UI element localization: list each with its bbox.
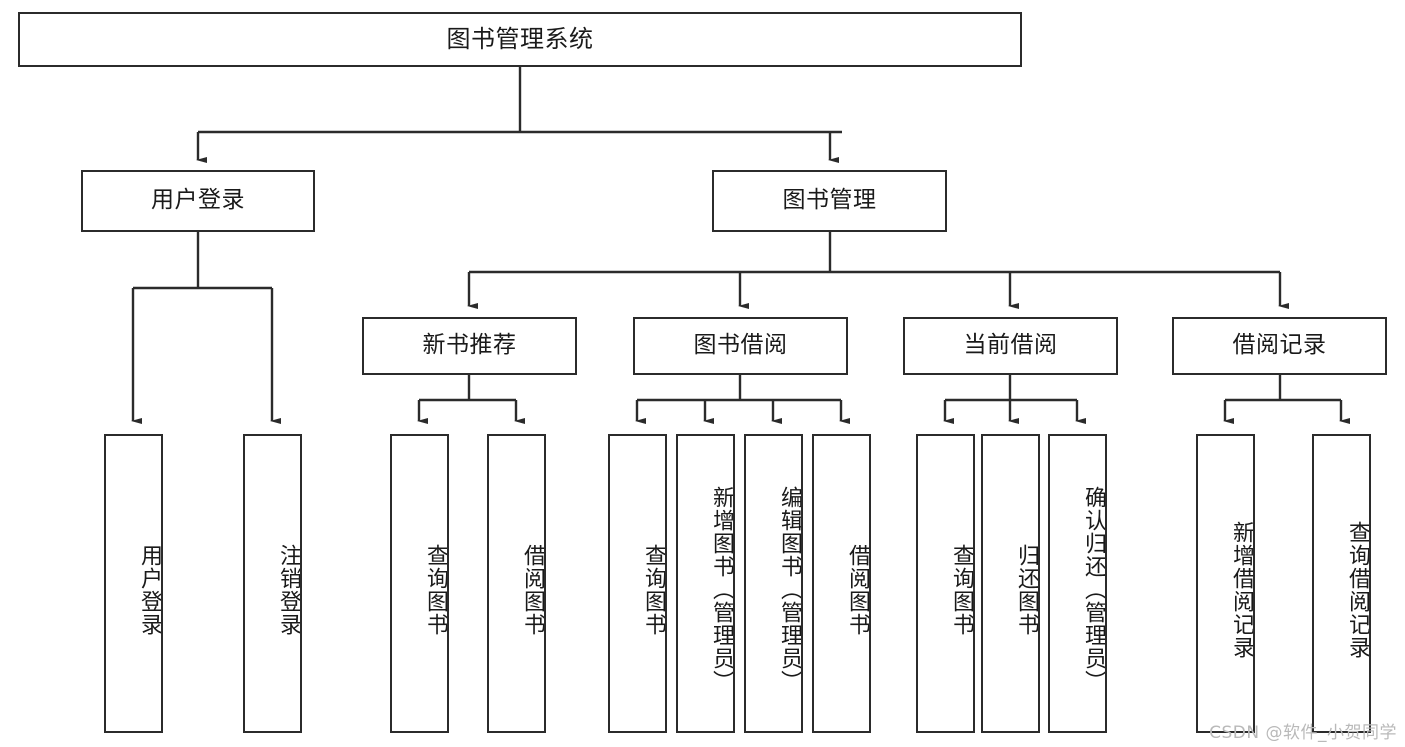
node-new-book-recommend[interactable]: 新书推荐 [362,317,577,375]
node-label: 查询图书 [949,543,974,636]
node-label: 归还图书 [1014,543,1039,636]
node-borrow-record[interactable]: 借阅记录 [1172,317,1387,375]
node-book-management[interactable]: 图书管理 [712,170,947,232]
node-label: 查询图书 [423,543,448,636]
leaf-current-query-book[interactable]: 查询图书 [916,434,975,733]
node-book-borrow[interactable]: 图书借阅 [633,317,848,375]
leaf-current-return-book[interactable]: 归还图书 [981,434,1040,733]
node-label: 用户登录 [151,187,245,214]
leaf-new-book-borrow[interactable]: 借阅图书 [487,434,546,733]
node-label: 借阅图书 [845,543,870,636]
node-label: 注销登录 [276,543,301,636]
node-label: 图书借阅 [693,332,788,359]
node-label: 新书推荐 [422,332,517,359]
leaf-record-query-record[interactable]: 查询借阅记录 [1312,434,1371,733]
csdn-watermark: CSDN @软件_小贺同学 [1209,723,1397,743]
node-label: 用户登录 [137,543,162,636]
node-label: 借阅图书 [520,543,545,636]
node-user-login[interactable]: 用户登录 [81,170,315,232]
leaf-user-login-login[interactable]: 用户登录 [104,434,163,733]
leaf-record-add-record[interactable]: 新增借阅记录 [1196,434,1255,733]
node-label: 当前借阅 [963,332,1058,359]
node-label: 图书管理 [782,187,877,214]
leaf-borrow-borrow-book[interactable]: 借阅图书 [812,434,871,733]
leaf-current-confirm-return-admin[interactable]: 确认归还（管理员） [1048,434,1107,733]
node-label: 新增借阅记录 [1229,520,1254,659]
node-label: 图书管理系统 [446,25,594,54]
node-label: 查询借阅记录 [1345,520,1370,659]
leaf-borrow-add-book-admin[interactable]: 新增图书（管理员） [676,434,735,733]
node-current-borrow[interactable]: 当前借阅 [903,317,1118,375]
leaf-borrow-edit-book-admin[interactable]: 编辑图书（管理员） [744,434,803,733]
node-label: 借阅记录 [1232,332,1327,359]
leaf-new-book-query[interactable]: 查询图书 [390,434,449,733]
node-label: 确认归还（管理员） [1081,486,1106,693]
node-root-library-system[interactable]: 图书管理系统 [18,12,1022,67]
leaf-borrow-query-book[interactable]: 查询图书 [608,434,667,733]
node-label: 新增图书（管理员） [709,486,734,693]
node-label: 查询图书 [641,543,666,636]
leaf-user-login-logout[interactable]: 注销登录 [243,434,302,733]
node-label: 编辑图书（管理员） [777,486,802,693]
